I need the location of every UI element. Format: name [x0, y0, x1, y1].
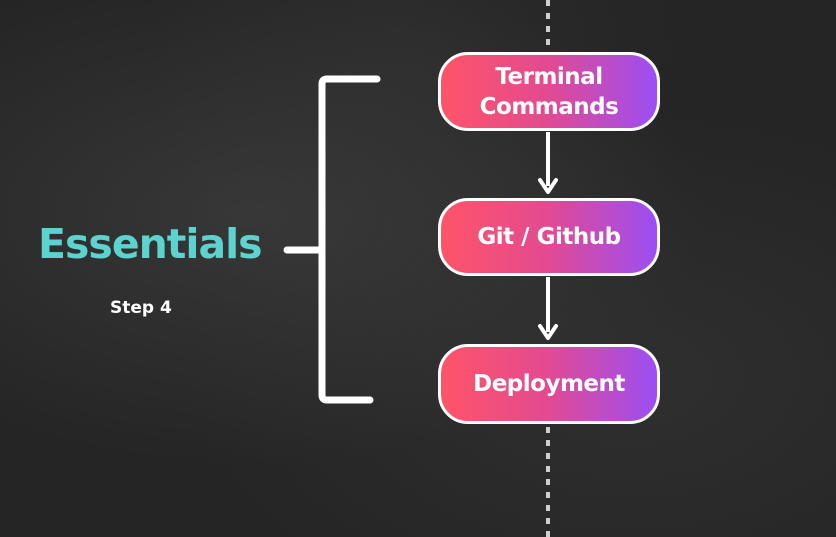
- step-git-github: Git / Github: [438, 198, 660, 276]
- step-git-github-label: Git / Github: [477, 224, 621, 250]
- step-terminal-commands-label: Terminal Commands: [479, 63, 619, 120]
- arrow-1-head: [538, 178, 558, 194]
- essentials-title: Essentials: [38, 220, 263, 268]
- step-label: Step 4: [110, 298, 172, 318]
- step-terminal-commands: Terminal Commands: [438, 52, 660, 131]
- step-deployment: Deployment: [438, 344, 660, 424]
- step-deployment-label: Deployment: [473, 371, 625, 397]
- bracket: [318, 75, 381, 404]
- arrow-2-head: [538, 324, 558, 340]
